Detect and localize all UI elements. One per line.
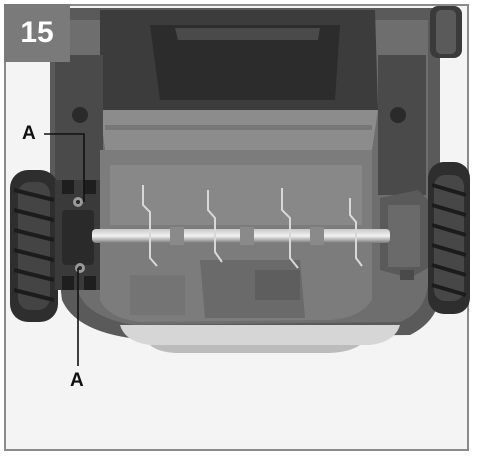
deck-housing <box>50 8 440 353</box>
callout-label-a-bottom: A <box>70 370 84 391</box>
right-wheel <box>428 162 470 314</box>
rear-wheels <box>430 6 462 58</box>
left-wheel <box>10 170 58 322</box>
callout-lines <box>44 133 85 366</box>
right-gear-housing <box>380 190 428 280</box>
aerator-tines <box>142 185 363 269</box>
figure-number-badge: 15 <box>4 4 70 62</box>
tine-shaft <box>92 227 390 245</box>
callout-label-a-top: A <box>22 123 36 144</box>
